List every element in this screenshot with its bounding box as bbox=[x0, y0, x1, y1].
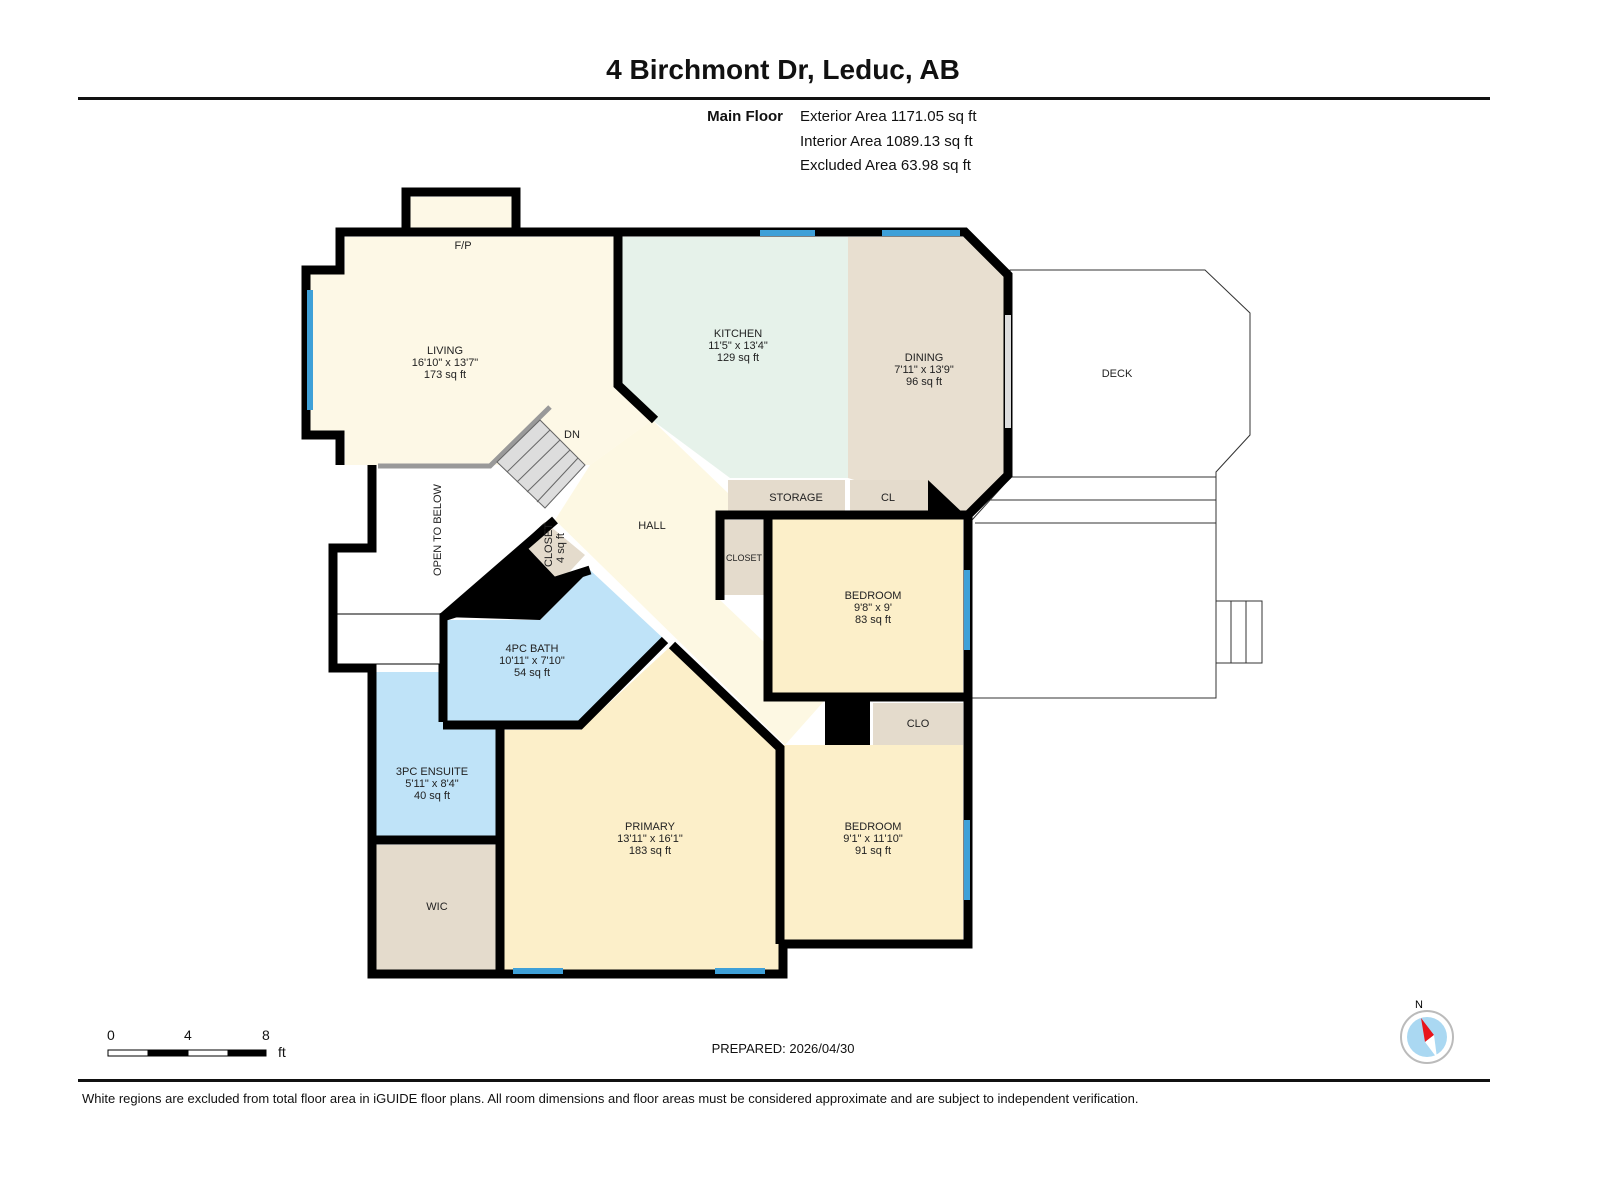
disclaimer: White regions are excluded from total fl… bbox=[82, 1091, 1139, 1106]
footer-divider bbox=[78, 1079, 1490, 1082]
railing bbox=[378, 405, 552, 469]
bath4-name: 4PC BATH bbox=[506, 643, 559, 655]
dining-room bbox=[848, 237, 1005, 515]
ensuite-3pc bbox=[376, 672, 497, 838]
cl-closet bbox=[850, 480, 928, 515]
storage-label: STORAGE bbox=[769, 492, 823, 504]
living-name: LIVING bbox=[427, 345, 463, 357]
bedroom1-dims: 9'8" x 9' bbox=[854, 602, 892, 614]
scale-tick-8: 8 bbox=[262, 1027, 270, 1043]
hall bbox=[555, 420, 825, 745]
exterior-area: Exterior Area 1171.05 sq ft bbox=[800, 108, 977, 125]
bedroom1-area: 83 sq ft bbox=[855, 614, 891, 626]
header-divider bbox=[78, 97, 1490, 100]
wall-fill bbox=[928, 480, 965, 515]
bedroom-closet bbox=[723, 520, 765, 595]
hall-label: HALL bbox=[638, 520, 666, 532]
kitchen-area: 129 sq ft bbox=[717, 352, 759, 364]
deck bbox=[971, 269, 1263, 699]
scale-tick-0: 0 bbox=[107, 1027, 115, 1043]
fireplace-box bbox=[410, 197, 515, 230]
page-title: 4 Birchmont Dr, Leduc, AB bbox=[606, 54, 960, 85]
closet-label: CLOSET bbox=[726, 553, 763, 563]
ensuite-name: 3PC ENSUITE bbox=[396, 766, 468, 778]
wall-fill bbox=[443, 522, 590, 620]
scale-tick-4: 4 bbox=[184, 1027, 192, 1043]
dining-area: 96 sq ft bbox=[906, 376, 942, 388]
excluded-area: Excluded Area 63.98 sq ft bbox=[800, 157, 971, 174]
deck-label: DECK bbox=[1102, 368, 1133, 380]
ensuite-dims: 5'11" x 8'4" bbox=[405, 778, 458, 790]
kitchen-name: KITCHEN bbox=[714, 328, 762, 340]
compass-icon bbox=[1400, 1010, 1454, 1064]
bath4-dims: 10'11" x 7'10" bbox=[499, 655, 565, 667]
wall-fill bbox=[825, 700, 870, 745]
cl-label: CL bbox=[881, 492, 895, 504]
clo-closet bbox=[873, 703, 963, 745]
primary-name: PRIMARY bbox=[625, 821, 676, 833]
prepared-date: PREPARED: 2026/04/30 bbox=[711, 1041, 855, 1056]
bedroom2-name: BEDROOM bbox=[845, 821, 902, 833]
primary-bedroom bbox=[500, 645, 780, 970]
bedroom1-name: BEDROOM bbox=[845, 590, 902, 602]
living-area: 173 sq ft bbox=[424, 369, 466, 381]
bath-4pc bbox=[443, 570, 665, 722]
living-dims: 16'10" x 13'7" bbox=[412, 357, 479, 369]
walk-in-closet bbox=[376, 845, 497, 970]
bedroom-1 bbox=[768, 518, 963, 697]
bedroom2-dims: 9'1" x 11'10" bbox=[843, 833, 903, 845]
primary-dims: 13'11" x 16'1" bbox=[617, 833, 683, 845]
bedroom2-area: 91 sq ft bbox=[855, 845, 891, 857]
interior-area: Interior Area 1089.13 sq ft bbox=[800, 133, 973, 150]
windows bbox=[307, 230, 970, 974]
dining-dims: 7'11" x 13'9" bbox=[894, 364, 954, 376]
primary-area: 183 sq ft bbox=[629, 845, 671, 857]
floor-name: Main Floor bbox=[707, 108, 783, 125]
stairs-down-label: DN bbox=[564, 429, 580, 441]
small-closet-name: CLOSET bbox=[543, 523, 555, 567]
small-closet-area: 4 sq ft bbox=[555, 533, 567, 563]
scale-unit: ft bbox=[278, 1044, 286, 1060]
compass-north-label: N bbox=[1415, 999, 1423, 1011]
stairs bbox=[496, 419, 586, 509]
wic-label: WIC bbox=[426, 901, 447, 913]
clo-label: CLO bbox=[907, 718, 930, 730]
ensuite-area: 40 sq ft bbox=[414, 790, 450, 802]
living-room bbox=[310, 237, 652, 465]
dining-name: DINING bbox=[905, 352, 944, 364]
kitchen-dims: 11'5" x 13'4" bbox=[708, 340, 768, 352]
bedroom-2 bbox=[783, 745, 963, 940]
fireplace-label: F/P bbox=[454, 240, 471, 252]
kitchen bbox=[618, 237, 848, 478]
scale-bar bbox=[107, 1049, 267, 1057]
open-to-below-label: OPEN TO BELOW bbox=[432, 483, 444, 576]
open-to-below-ledge bbox=[336, 613, 441, 665]
bath4-area: 54 sq ft bbox=[514, 667, 550, 679]
storage bbox=[728, 480, 845, 515]
walls bbox=[301, 187, 1013, 979]
